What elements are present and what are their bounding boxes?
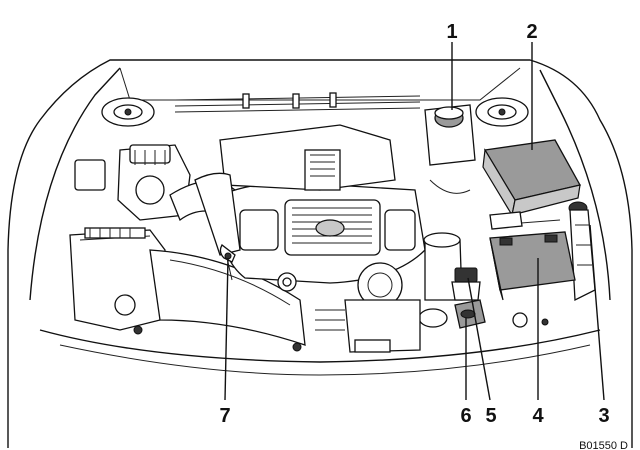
oil-filler-cap	[454, 299, 486, 329]
callout-1: 1	[446, 21, 457, 43]
right-strut-tower	[475, 97, 529, 127]
brake-fluid-reservoir	[451, 267, 481, 301]
leader-line-7	[224, 257, 229, 401]
callout-3: 3	[598, 405, 609, 427]
intake-manifold	[194, 124, 396, 256]
lower-components	[292, 312, 549, 353]
callout-7: 7	[219, 405, 230, 427]
battery	[489, 211, 576, 301]
compartment-outline	[7, 59, 633, 448]
callout-6: 6	[460, 405, 471, 427]
leader-lines	[224, 42, 605, 401]
fuse-box	[482, 139, 581, 217]
air-filter-housing	[69, 227, 166, 335]
callout-4: 4	[532, 405, 544, 427]
washer-fluid-tank	[568, 201, 596, 302]
leader-line-3	[589, 224, 605, 401]
callout-2: 2	[526, 21, 537, 43]
callout-5: 5	[485, 405, 496, 427]
coolant-reservoir	[424, 104, 476, 194]
left-strut-tower	[101, 97, 155, 127]
top-pipes	[174, 92, 421, 113]
figure-code: B01550 D	[579, 440, 628, 450]
right-center-components	[315, 232, 463, 353]
leader-line-5	[467, 277, 491, 401]
